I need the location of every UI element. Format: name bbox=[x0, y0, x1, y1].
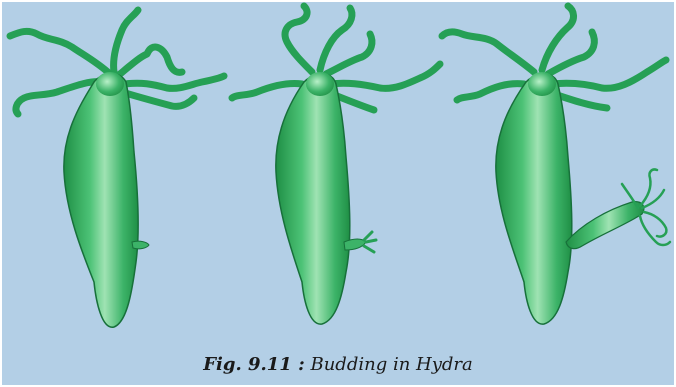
hydra-body bbox=[64, 74, 138, 327]
figure-label: Fig. 9.11 : bbox=[203, 354, 305, 375]
hydra-stage-2 bbox=[232, 6, 440, 324]
figure-title: Budding in Hydra bbox=[310, 354, 472, 375]
hydra-stage-1 bbox=[10, 10, 224, 327]
hydra-head bbox=[96, 72, 124, 96]
bud-new-hydra bbox=[566, 169, 670, 248]
hydra-head bbox=[528, 72, 556, 96]
hydra-head bbox=[306, 72, 334, 96]
bud-small bbox=[132, 241, 149, 249]
hydra-body bbox=[276, 74, 350, 324]
figure-caption: Fig. 9.11 : Budding in Hydra bbox=[2, 354, 674, 375]
hydra-stage-3 bbox=[442, 6, 670, 324]
hydra-body bbox=[496, 74, 572, 324]
